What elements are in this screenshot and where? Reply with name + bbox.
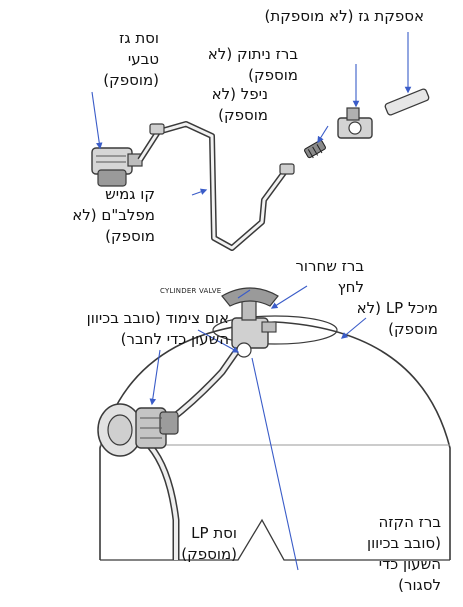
coupling-nut-label: אום צימוד (סובב בכיוון השעון כדי לחבר) <box>86 309 229 348</box>
lp-cylinder-label: מיכל LP (לא מוספק) <box>356 299 438 338</box>
nipple-label: ניפל (לא מוספק) <box>211 85 268 124</box>
flexible-gas-line-drawing <box>137 121 295 251</box>
shutoff-valve-label: ברז הקזה (סובב בכיוון השעון כדי לסגור) <box>366 513 441 594</box>
lp-regulator-drawing <box>97 403 179 457</box>
cylinder-valve-drawing <box>221 287 279 358</box>
disconnect-valve-label: ברז ניתוק (לא מוספק) <box>207 45 298 84</box>
lp-regulator-label: וסת LP (מוספק) <box>181 524 237 563</box>
natural-gas-regulator-label: וסת גז טבעי (מוספק) <box>103 29 159 89</box>
flexible-steel-line-label: קו גמיש מפלב"ם (לא מוספק) <box>72 185 155 245</box>
cylinder-valve-tag: CYLINDER VALVE <box>160 287 222 295</box>
disconnect-valve-drawing <box>337 107 373 139</box>
gas-supply-label: אספקת גז (לא מוספקת) <box>264 7 424 25</box>
nipple-drawing <box>304 139 326 159</box>
pointer-lines <box>91 32 412 571</box>
natural-gas-regulator-drawing <box>91 147 143 187</box>
gas-supply-pipe-drawing <box>384 88 430 116</box>
relief-valve-label: ברז שחרור לחץ <box>295 257 364 296</box>
